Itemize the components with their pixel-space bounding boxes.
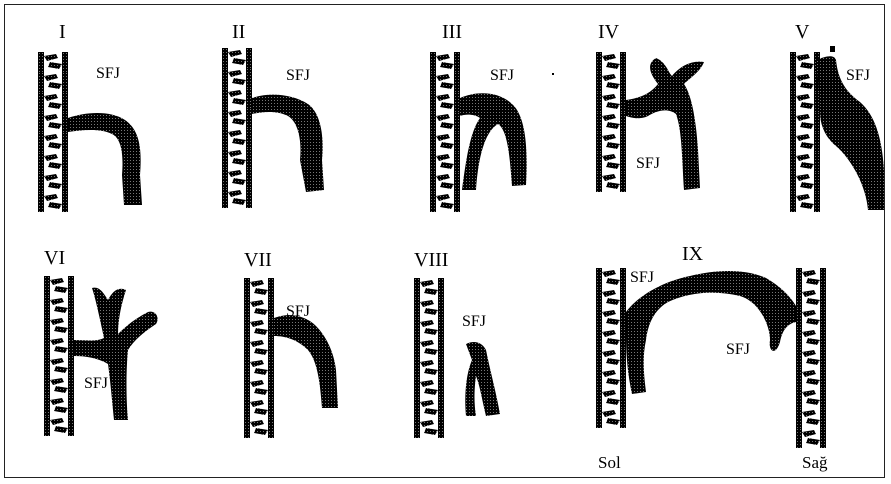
left-femoral-vein xyxy=(596,268,626,428)
femoral-vein xyxy=(790,52,820,212)
panel-VIII: VIII SFJ xyxy=(414,249,500,438)
femoral-vein xyxy=(38,52,68,212)
femoral-vein xyxy=(44,276,74,436)
great-saphenous-vein xyxy=(274,315,338,408)
great-saphenous-vein xyxy=(68,113,142,205)
numeral: VI xyxy=(44,247,65,269)
panel-VII: VII SFJ xyxy=(244,249,338,438)
panel-III: III SFJ xyxy=(430,21,554,212)
right-side-label: Sağ xyxy=(802,453,828,472)
cross-pubic-collateral xyxy=(626,271,796,394)
great-saphenous-vein xyxy=(74,288,158,420)
panel-VI: VI SFJ xyxy=(44,247,158,436)
femoral-vein xyxy=(222,48,252,208)
numeral: II xyxy=(232,21,245,43)
panel-II: II SFJ xyxy=(222,21,324,208)
stray-dot xyxy=(552,73,554,75)
numeral: IV xyxy=(598,21,620,43)
panel-V: V SFJ xyxy=(790,21,884,212)
sfj-label: SFJ xyxy=(462,313,486,330)
panel-I: I SFJ xyxy=(38,21,142,212)
panel-IX: IX SFJ SFJ Sol Sağ xyxy=(596,243,828,472)
sfj-label-right: SFJ xyxy=(726,341,750,358)
great-saphenous-vein xyxy=(460,93,527,190)
sfj-label: SFJ xyxy=(490,67,514,84)
sfj-label: SFJ xyxy=(84,375,108,392)
sfj-label: SFJ xyxy=(286,67,310,84)
great-saphenous-vein xyxy=(252,95,324,192)
panel-IV: IV SFJ xyxy=(596,21,704,192)
right-femoral-vein xyxy=(796,268,826,448)
sfj-label-left: SFJ xyxy=(630,269,654,286)
numeral: VII xyxy=(244,249,272,271)
sfj-label: SFJ xyxy=(286,303,310,320)
sfj-label: SFJ xyxy=(636,155,660,172)
great-saphenous-vein xyxy=(465,342,500,416)
sfj-label: SFJ xyxy=(846,67,870,84)
sfj-label: SFJ xyxy=(96,65,120,82)
numeral: V xyxy=(795,21,810,43)
numeral: I xyxy=(59,21,66,43)
numeral: VIII xyxy=(414,249,448,271)
left-side-label: Sol xyxy=(598,453,621,472)
femoral-vein xyxy=(430,52,460,212)
stray-mark xyxy=(830,46,835,52)
numeral: IX xyxy=(682,243,704,265)
femoral-vein xyxy=(414,278,444,438)
femoral-vein xyxy=(244,278,274,438)
numeral: III xyxy=(442,21,462,43)
femoral-vein xyxy=(596,52,626,192)
